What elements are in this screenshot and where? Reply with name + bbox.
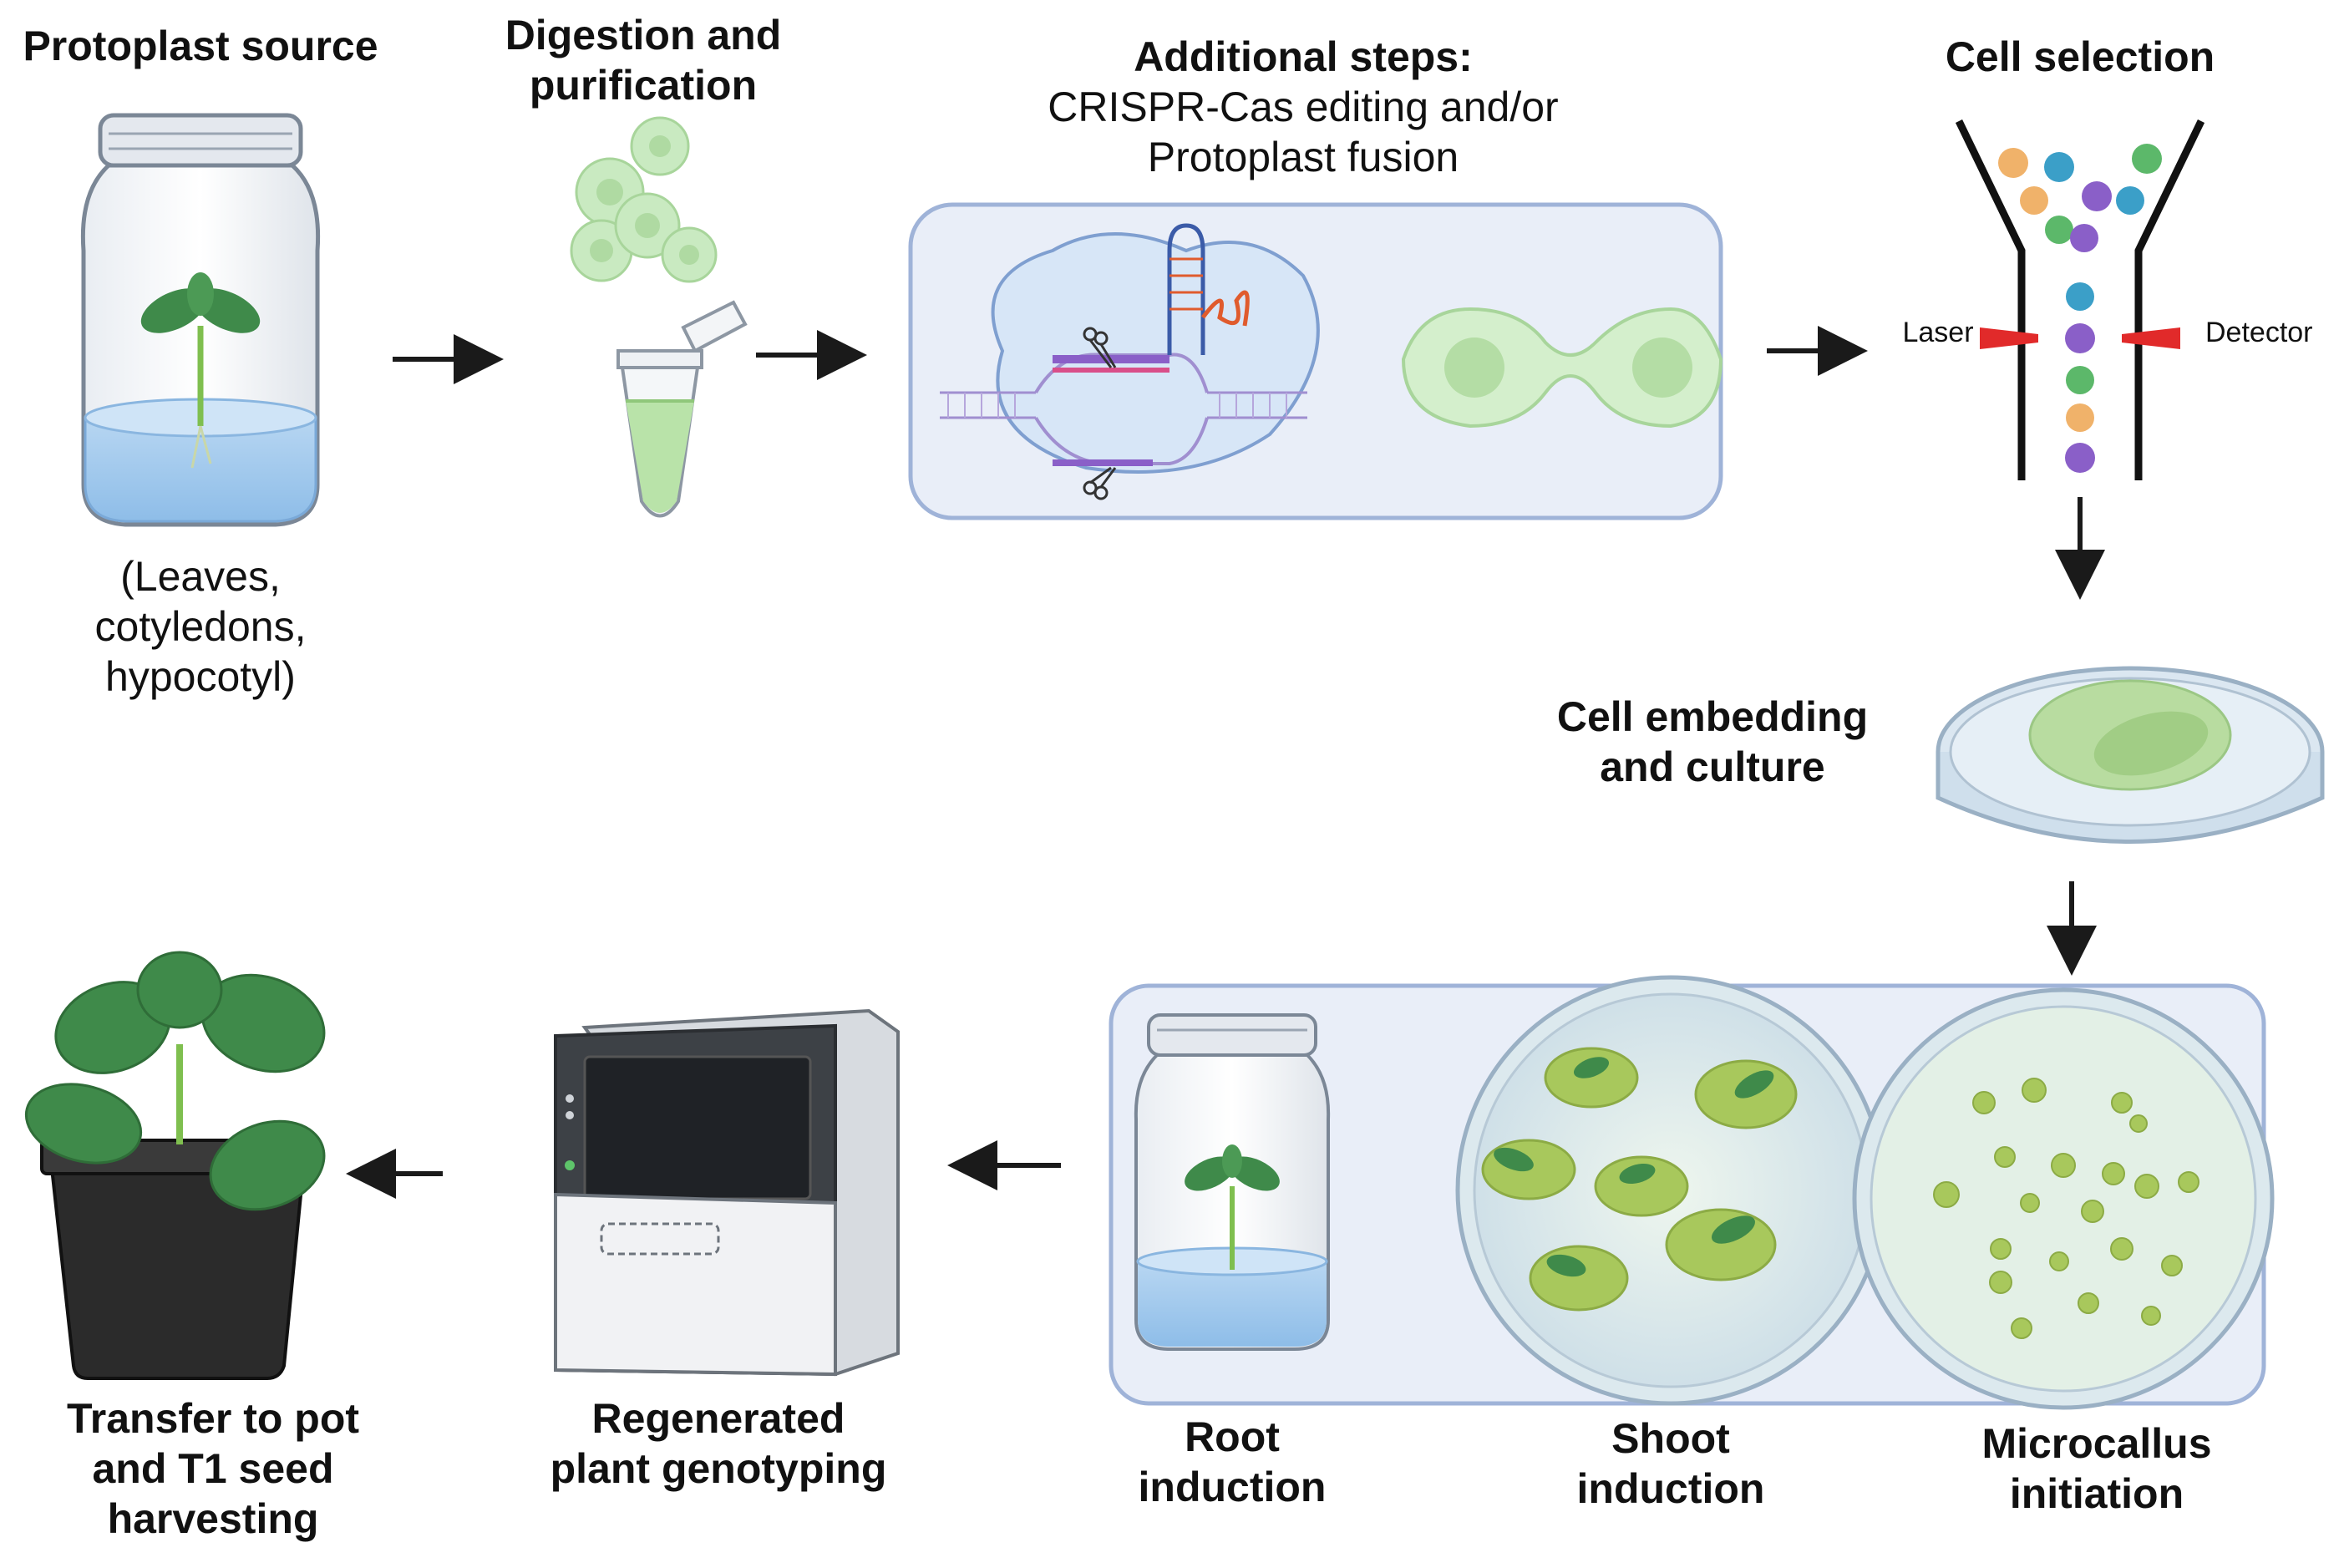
protoplast-cells-illustration (570, 116, 718, 283)
cell-sorter-illustration (1955, 119, 2205, 480)
genotyping-title-line: plant genotyping (550, 1445, 887, 1492)
microcallus-title: Microcallus initiation (1921, 1418, 2272, 1519)
microcallus-title-line: initiation (2009, 1470, 2184, 1517)
source-note-line: cotyledons, (94, 603, 307, 650)
potted-plant-illustration (24, 951, 326, 1380)
scissors-icon (1083, 327, 1117, 368)
digestion-title: Digestion and purification (468, 10, 819, 110)
crispr-illustration (940, 223, 1320, 500)
source-note-line: (Leaves, (120, 553, 281, 600)
source-note: (Leaves, cotyledons, hypocotyl) (50, 551, 351, 702)
root-title: Root induction (1086, 1412, 1378, 1512)
transfer-title: Transfer to pot and T1 seed harvesting (17, 1393, 409, 1544)
scissors-icon (1083, 466, 1117, 500)
microcallus-title-line: Microcallus (1981, 1420, 2212, 1467)
embedding-title-line: Cell embedding (1556, 693, 1869, 740)
additional-steps-title: Additional steps: (1134, 33, 1473, 80)
genotyping-title-line: Regenerated (591, 1395, 845, 1442)
transfer-title-line: and T1 seed (92, 1445, 334, 1492)
additional-steps-header: Additional steps: CRISPR-Cas editing and… (961, 32, 1646, 182)
cell-selection-title: Cell selection (1945, 33, 2215, 80)
digestion-title-line: Digestion and (505, 12, 782, 58)
source-note-line: hypocotyl) (105, 653, 296, 700)
genotyping-title: Regenerated plant genotyping (501, 1393, 936, 1494)
shoot-title: Shoot induction (1520, 1413, 1821, 1514)
embedding-dish-illustration (1936, 666, 2325, 844)
shoot-title-line: Shoot (1611, 1415, 1730, 1462)
embedding-title-line: and culture (1600, 743, 1825, 790)
genotyping-instrument-illustration (554, 1008, 900, 1377)
embedding-title: Cell embedding and culture (1520, 692, 1905, 792)
source-jar-illustration (80, 113, 321, 527)
protoplast-fusion-illustration (1401, 307, 1723, 429)
root-induction-jar-illustration (1134, 1013, 1331, 1351)
transfer-title-line: harvesting (107, 1495, 319, 1542)
microcallus-dish-illustration (1852, 987, 2275, 1410)
detector-label: Detector (2205, 317, 2313, 348)
microtube-illustration (616, 300, 748, 518)
source-title: Protoplast source (23, 23, 378, 69)
shoot-title-line: induction (1576, 1465, 1765, 1512)
additional-steps-line: CRISPR-Cas editing and/or (1048, 84, 1559, 130)
root-title-line: Root (1185, 1413, 1280, 1460)
digestion-title-line: purification (529, 62, 758, 109)
transfer-title-line: Transfer to pot (66, 1395, 360, 1442)
root-title-line: induction (1138, 1464, 1327, 1510)
shoot-induction-dish-illustration (1455, 975, 1886, 1406)
laser-label: Laser (1902, 317, 1974, 348)
additional-steps-line: Protoplast fusion (1147, 134, 1459, 180)
